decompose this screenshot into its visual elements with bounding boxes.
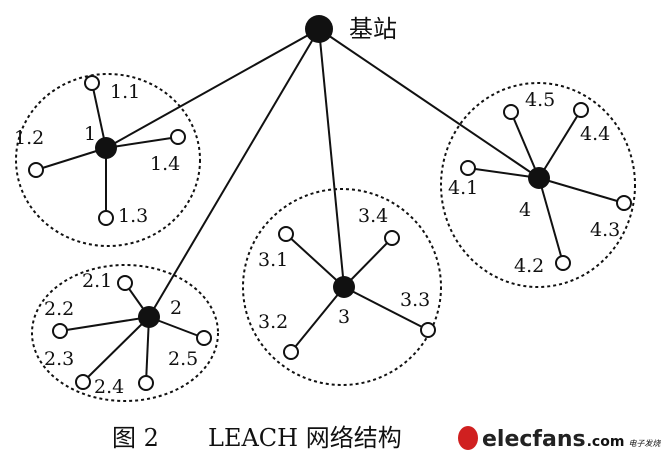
figure-caption: LEACH 网络结构 bbox=[208, 424, 402, 452]
node-2-5 bbox=[196, 330, 212, 346]
link-bs-ch4 bbox=[318, 28, 540, 179]
node-label-4-2: 4.2 bbox=[514, 255, 544, 277]
node-4-1 bbox=[460, 160, 476, 176]
node-label-4-1: 4.1 bbox=[448, 177, 478, 199]
cluster-head-4-label: 4 bbox=[519, 199, 531, 221]
watermark-tagline-visible: 电子发烧友 bbox=[628, 439, 661, 448]
node-label-2-3: 2.3 bbox=[44, 348, 74, 370]
cluster-2-boundary bbox=[31, 264, 219, 402]
node-1-3 bbox=[98, 210, 114, 226]
node-2-1 bbox=[117, 275, 133, 291]
cluster-1-boundary bbox=[15, 73, 201, 247]
node-3-2 bbox=[283, 344, 299, 360]
node-label-3-3: 3.3 bbox=[400, 289, 430, 311]
cluster-head-1-label: 1 bbox=[84, 123, 96, 145]
node-3-4 bbox=[384, 230, 400, 246]
node-label-1-2: 1.2 bbox=[14, 127, 44, 149]
watermark: elecfans .com 电子发烧友 bbox=[458, 426, 625, 452]
link-bs-ch2 bbox=[148, 28, 320, 318]
node-4-5 bbox=[503, 104, 519, 120]
base-station-node bbox=[305, 15, 333, 43]
figure-number: 图 2 bbox=[112, 424, 159, 452]
node-1-1 bbox=[84, 75, 100, 91]
watermark-domain: .com bbox=[587, 434, 625, 450]
node-label-2-5: 2.5 bbox=[168, 348, 198, 370]
node-2-4 bbox=[138, 375, 154, 391]
cluster-3-boundary bbox=[242, 188, 442, 386]
node-label-3-4: 3.4 bbox=[358, 205, 388, 227]
node-label-2-4: 2.4 bbox=[94, 376, 124, 398]
node-label-2-2: 2.2 bbox=[44, 298, 74, 320]
node-4-2 bbox=[555, 255, 571, 271]
cluster-head-1-node bbox=[95, 137, 117, 159]
node-2-2 bbox=[52, 323, 68, 339]
node-3-3 bbox=[420, 322, 436, 338]
node-4-3 bbox=[616, 195, 632, 211]
node-label-3-1: 3.1 bbox=[258, 249, 288, 271]
cluster-head-2-node bbox=[138, 306, 160, 328]
node-label-4-5: 4.5 bbox=[525, 89, 555, 111]
node-label-1-3: 1.3 bbox=[118, 205, 148, 227]
node-label-1-4: 1.4 bbox=[150, 153, 180, 175]
node-label-3-2: 3.2 bbox=[258, 311, 288, 333]
base-station-label: 基站 bbox=[349, 15, 397, 43]
link-bs-ch3 bbox=[318, 28, 345, 288]
cluster-4-boundary bbox=[440, 82, 636, 288]
cluster-head-2-label: 2 bbox=[170, 297, 182, 319]
watermark-brand: elecfans bbox=[482, 427, 586, 452]
node-label-4-3: 4.3 bbox=[590, 219, 620, 241]
link-bs-ch1 bbox=[105, 28, 320, 149]
cluster-head-4-node bbox=[528, 167, 550, 189]
node-label-4-4: 4.4 bbox=[580, 123, 610, 145]
cluster-head-3-label: 3 bbox=[338, 306, 350, 328]
node-3-1 bbox=[278, 226, 294, 242]
node-1-4 bbox=[170, 129, 186, 145]
node-label-2-1: 2.1 bbox=[82, 270, 112, 292]
node-2-3 bbox=[75, 374, 91, 390]
node-label-1-1: 1.1 bbox=[110, 81, 140, 103]
cluster-head-3-node bbox=[333, 276, 355, 298]
node-1-2 bbox=[28, 162, 44, 178]
node-4-4 bbox=[573, 102, 589, 118]
